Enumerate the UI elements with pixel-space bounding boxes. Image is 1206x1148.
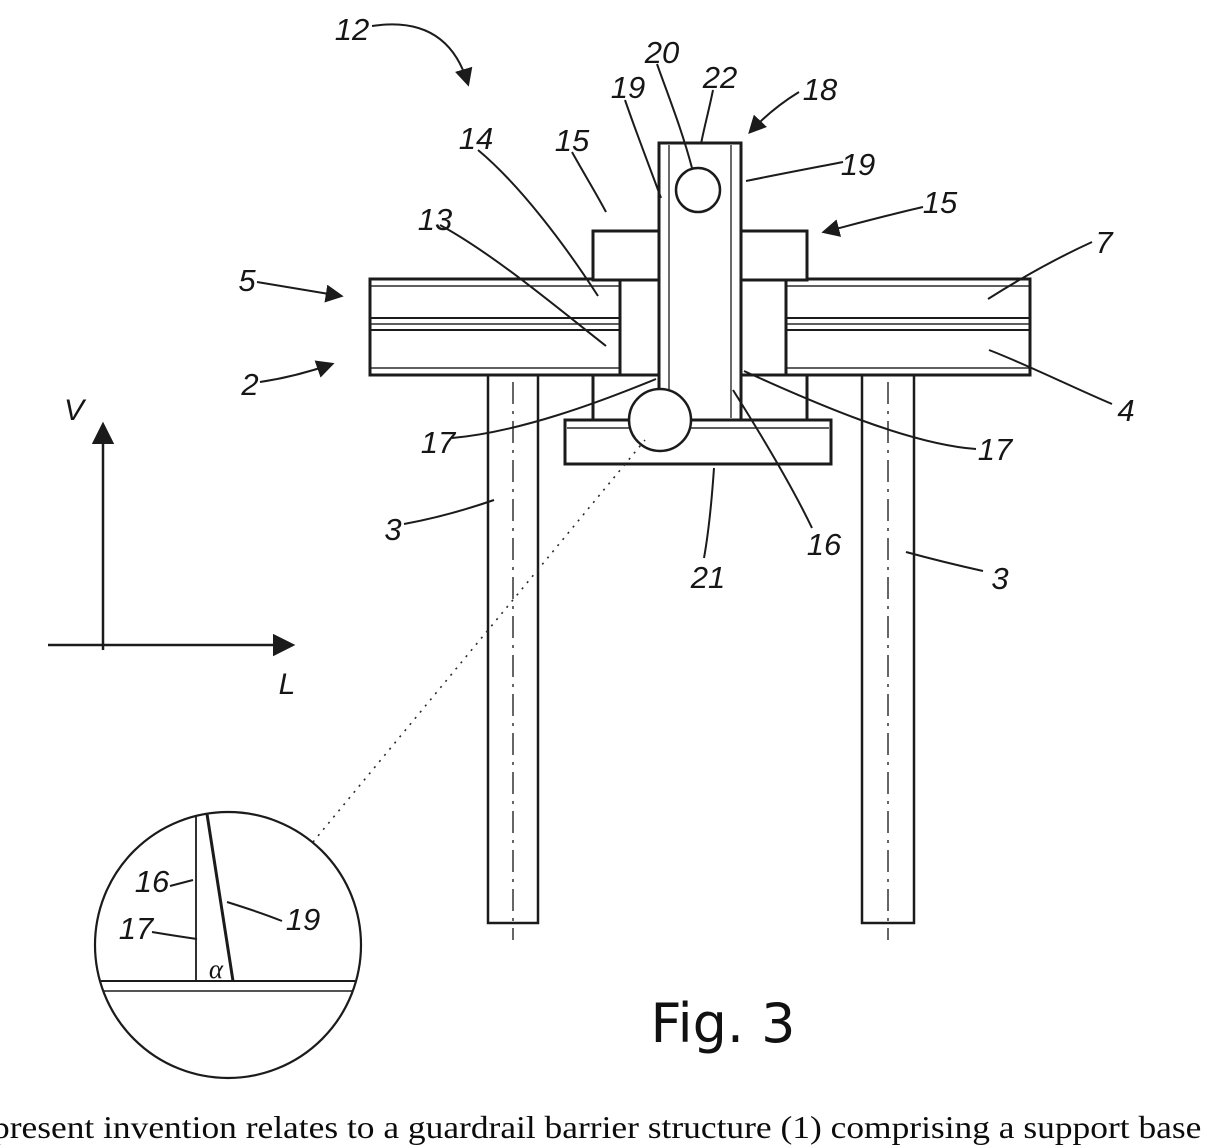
clamp-bottom-right — [737, 373, 809, 422]
leader-19-top — [624, 99, 662, 199]
rail-right — [784, 277, 1032, 377]
leader-3-left — [403, 499, 495, 525]
leader-7 — [987, 241, 1093, 300]
label-2: 2 — [240, 367, 258, 402]
label-16: 16 — [807, 527, 842, 562]
coordinate-axes — [48, 421, 296, 657]
leader-13 — [439, 224, 607, 347]
label-22: 22 — [702, 60, 737, 95]
leader-17-left — [451, 378, 657, 439]
detail-label-17: 17 — [119, 911, 155, 946]
leader-18 — [748, 91, 800, 134]
label-axis-l: L — [279, 668, 296, 701]
anchor-bolt-circle — [627, 387, 693, 453]
leader-20 — [656, 63, 693, 169]
leader-12 — [371, 23, 473, 87]
label-17-left: 17 — [421, 425, 457, 460]
leader-14 — [477, 149, 599, 297]
body-text-line: present invention relates to a guardrail… — [0, 1109, 1206, 1145]
label-19-top: 19 — [611, 70, 645, 105]
label-21: 21 — [690, 560, 725, 595]
reference-numerals: 12 20 19 22 18 14 15 19 15 7 5 13 2 4 17… — [64, 12, 1135, 984]
figure-caption: Fig. 3 — [650, 992, 795, 1055]
rail-left — [368, 277, 622, 377]
detail-bolt-line — [205, 813, 235, 982]
leader-15-left — [571, 151, 607, 213]
base-plate — [563, 418, 833, 466]
detail-leader-17 — [151, 931, 198, 940]
leader-16 — [732, 389, 813, 529]
rail-right-outline — [784, 277, 1032, 377]
detail-circle — [93, 810, 363, 1080]
detail-leader-19 — [226, 901, 283, 922]
label-12: 12 — [335, 12, 369, 47]
label-5: 5 — [238, 263, 256, 298]
detail-connector-line — [312, 439, 646, 843]
label-3-right: 3 — [991, 561, 1008, 596]
detail-label-19: 19 — [286, 902, 320, 937]
leader-21 — [703, 467, 715, 559]
label-3-left: 3 — [384, 512, 401, 547]
support-legs — [486, 368, 916, 940]
label-4: 4 — [1117, 393, 1134, 428]
label-13: 13 — [418, 202, 452, 237]
center-post — [657, 141, 743, 422]
detail-label-alpha: α — [209, 954, 224, 984]
label-15-left: 15 — [555, 123, 590, 158]
label-14: 14 — [459, 121, 493, 156]
clamp-top-left — [591, 229, 663, 282]
leader-5 — [256, 281, 344, 303]
leader-22 — [700, 89, 714, 145]
leader-4 — [988, 349, 1113, 405]
leader-3-right — [905, 551, 984, 572]
leader-15-right — [821, 206, 924, 237]
leader-2 — [259, 360, 335, 383]
detail-leader-16 — [169, 879, 194, 887]
label-17-right: 17 — [978, 432, 1014, 467]
rail-left-outline — [368, 277, 622, 377]
label-19-right: 19 — [841, 147, 875, 182]
clamp-top-right — [737, 229, 809, 282]
label-20: 20 — [644, 35, 679, 70]
label-15-right: 15 — [923, 185, 958, 220]
leader-lines — [256, 23, 1113, 572]
detail-label-16: 16 — [135, 864, 170, 899]
label-axis-v: V — [64, 394, 87, 427]
leader-17-right — [743, 370, 977, 450]
post-hole — [674, 166, 722, 214]
detail-view — [93, 810, 363, 1080]
label-18: 18 — [803, 72, 838, 107]
leader-19-right — [745, 161, 844, 182]
label-7: 7 — [1095, 225, 1114, 260]
